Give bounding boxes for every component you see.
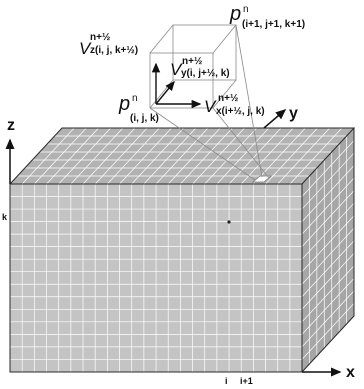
- vz-subscript: z(i, j, k+½): [90, 45, 138, 56]
- vy-arrow: [155, 80, 175, 105]
- top-grid-line: [119, 127, 172, 185]
- vx-superscript: n+½: [218, 93, 238, 104]
- side-grid-line: [301, 290, 355, 348]
- label-vy: V n+½ y(i, j+½, k): [170, 56, 230, 79]
- enlarged-cell: [149, 24, 237, 109]
- vx-subscript: x(i+½, j, k): [216, 106, 265, 117]
- side-grid-line: [301, 215, 355, 272]
- top-grid-line: [70, 127, 124, 185]
- label-p-top: p n (i+1, j+1, k+1): [229, 3, 305, 30]
- side-grid-line: [301, 140, 355, 197]
- top-grid-line: [131, 127, 184, 185]
- vx-symbol: V: [204, 97, 217, 116]
- z-axis-label: z: [7, 117, 15, 134]
- zoom-leaders: [149, 24, 270, 181]
- p-base-superscript: n: [132, 93, 138, 104]
- top-grid-line: [289, 127, 343, 185]
- top-grid-line: [180, 127, 233, 185]
- y-axis-line: [263, 109, 287, 129]
- vy-superscript: n+½: [182, 56, 202, 67]
- p-top-subscript: (i+1, j+1, k+1): [242, 19, 305, 30]
- top-grid-line: [94, 127, 148, 185]
- side-grid-line: [301, 165, 355, 222]
- block-side-face: [302, 128, 354, 372]
- k-tick-label: k: [2, 212, 8, 222]
- side-grid-line: [301, 177, 355, 235]
- vz-superscript: n+½: [90, 32, 110, 43]
- top-grid-line: [204, 127, 257, 185]
- top-grid-line: [107, 127, 160, 185]
- grid-block: [9, 127, 356, 373]
- top-grid-line: [192, 127, 245, 185]
- highlighted-cell: [251, 175, 273, 183]
- side-grid-line: [301, 190, 355, 247]
- vz-symbol: V: [79, 39, 92, 58]
- grid-point-marker: [227, 220, 231, 224]
- top-grid-line: [167, 127, 221, 185]
- top-grid-line: [253, 127, 306, 185]
- y-axis-label: y: [289, 105, 298, 122]
- top-grid-line: [21, 127, 75, 185]
- label-vz: V n+½ z(i, j, k+½): [79, 32, 138, 58]
- side-grid-line: [301, 202, 355, 260]
- top-grid-line: [143, 127, 197, 185]
- top-grid-line: [277, 127, 330, 185]
- side-grid-line: [301, 303, 355, 360]
- p-base-subscript: (i, j, k): [130, 113, 159, 124]
- top-grid-line: [216, 127, 270, 185]
- label-p-base: p n (i, j, k): [118, 93, 159, 124]
- top-grid-line: [265, 127, 318, 185]
- i-tick-label: i: [225, 376, 228, 386]
- side-grid-line: [301, 265, 355, 323]
- top-grid-line: [155, 127, 209, 185]
- label-vx: V n+½ x(i+½, j, k): [204, 93, 265, 117]
- vy-symbol: V: [170, 60, 183, 79]
- side-grid-line: [301, 228, 355, 285]
- side-grid-line: [301, 240, 355, 298]
- side-grid-line: [301, 278, 355, 335]
- coordinate-axes: [5, 109, 342, 377]
- x-axis-label: x: [346, 364, 355, 381]
- top-grid-line: [240, 127, 294, 185]
- vy-subscript: y(i, j+½, k): [181, 68, 230, 79]
- p-base-symbol: p: [118, 93, 130, 115]
- p-top-superscript: n: [243, 4, 249, 15]
- top-grid-line: [46, 127, 99, 185]
- top-grid-line: [34, 127, 87, 185]
- field-vectors: [151, 62, 202, 109]
- top-grid-line: [228, 127, 282, 185]
- side-grid-line: [301, 253, 355, 310]
- top-grid-line: [82, 127, 136, 185]
- block-grid-lines: [10, 127, 355, 372]
- side-grid-line: [301, 152, 355, 210]
- p-top-symbol: p: [229, 3, 241, 25]
- i-plus-1-tick-label: i+1: [240, 376, 253, 386]
- top-grid-line: [58, 127, 111, 185]
